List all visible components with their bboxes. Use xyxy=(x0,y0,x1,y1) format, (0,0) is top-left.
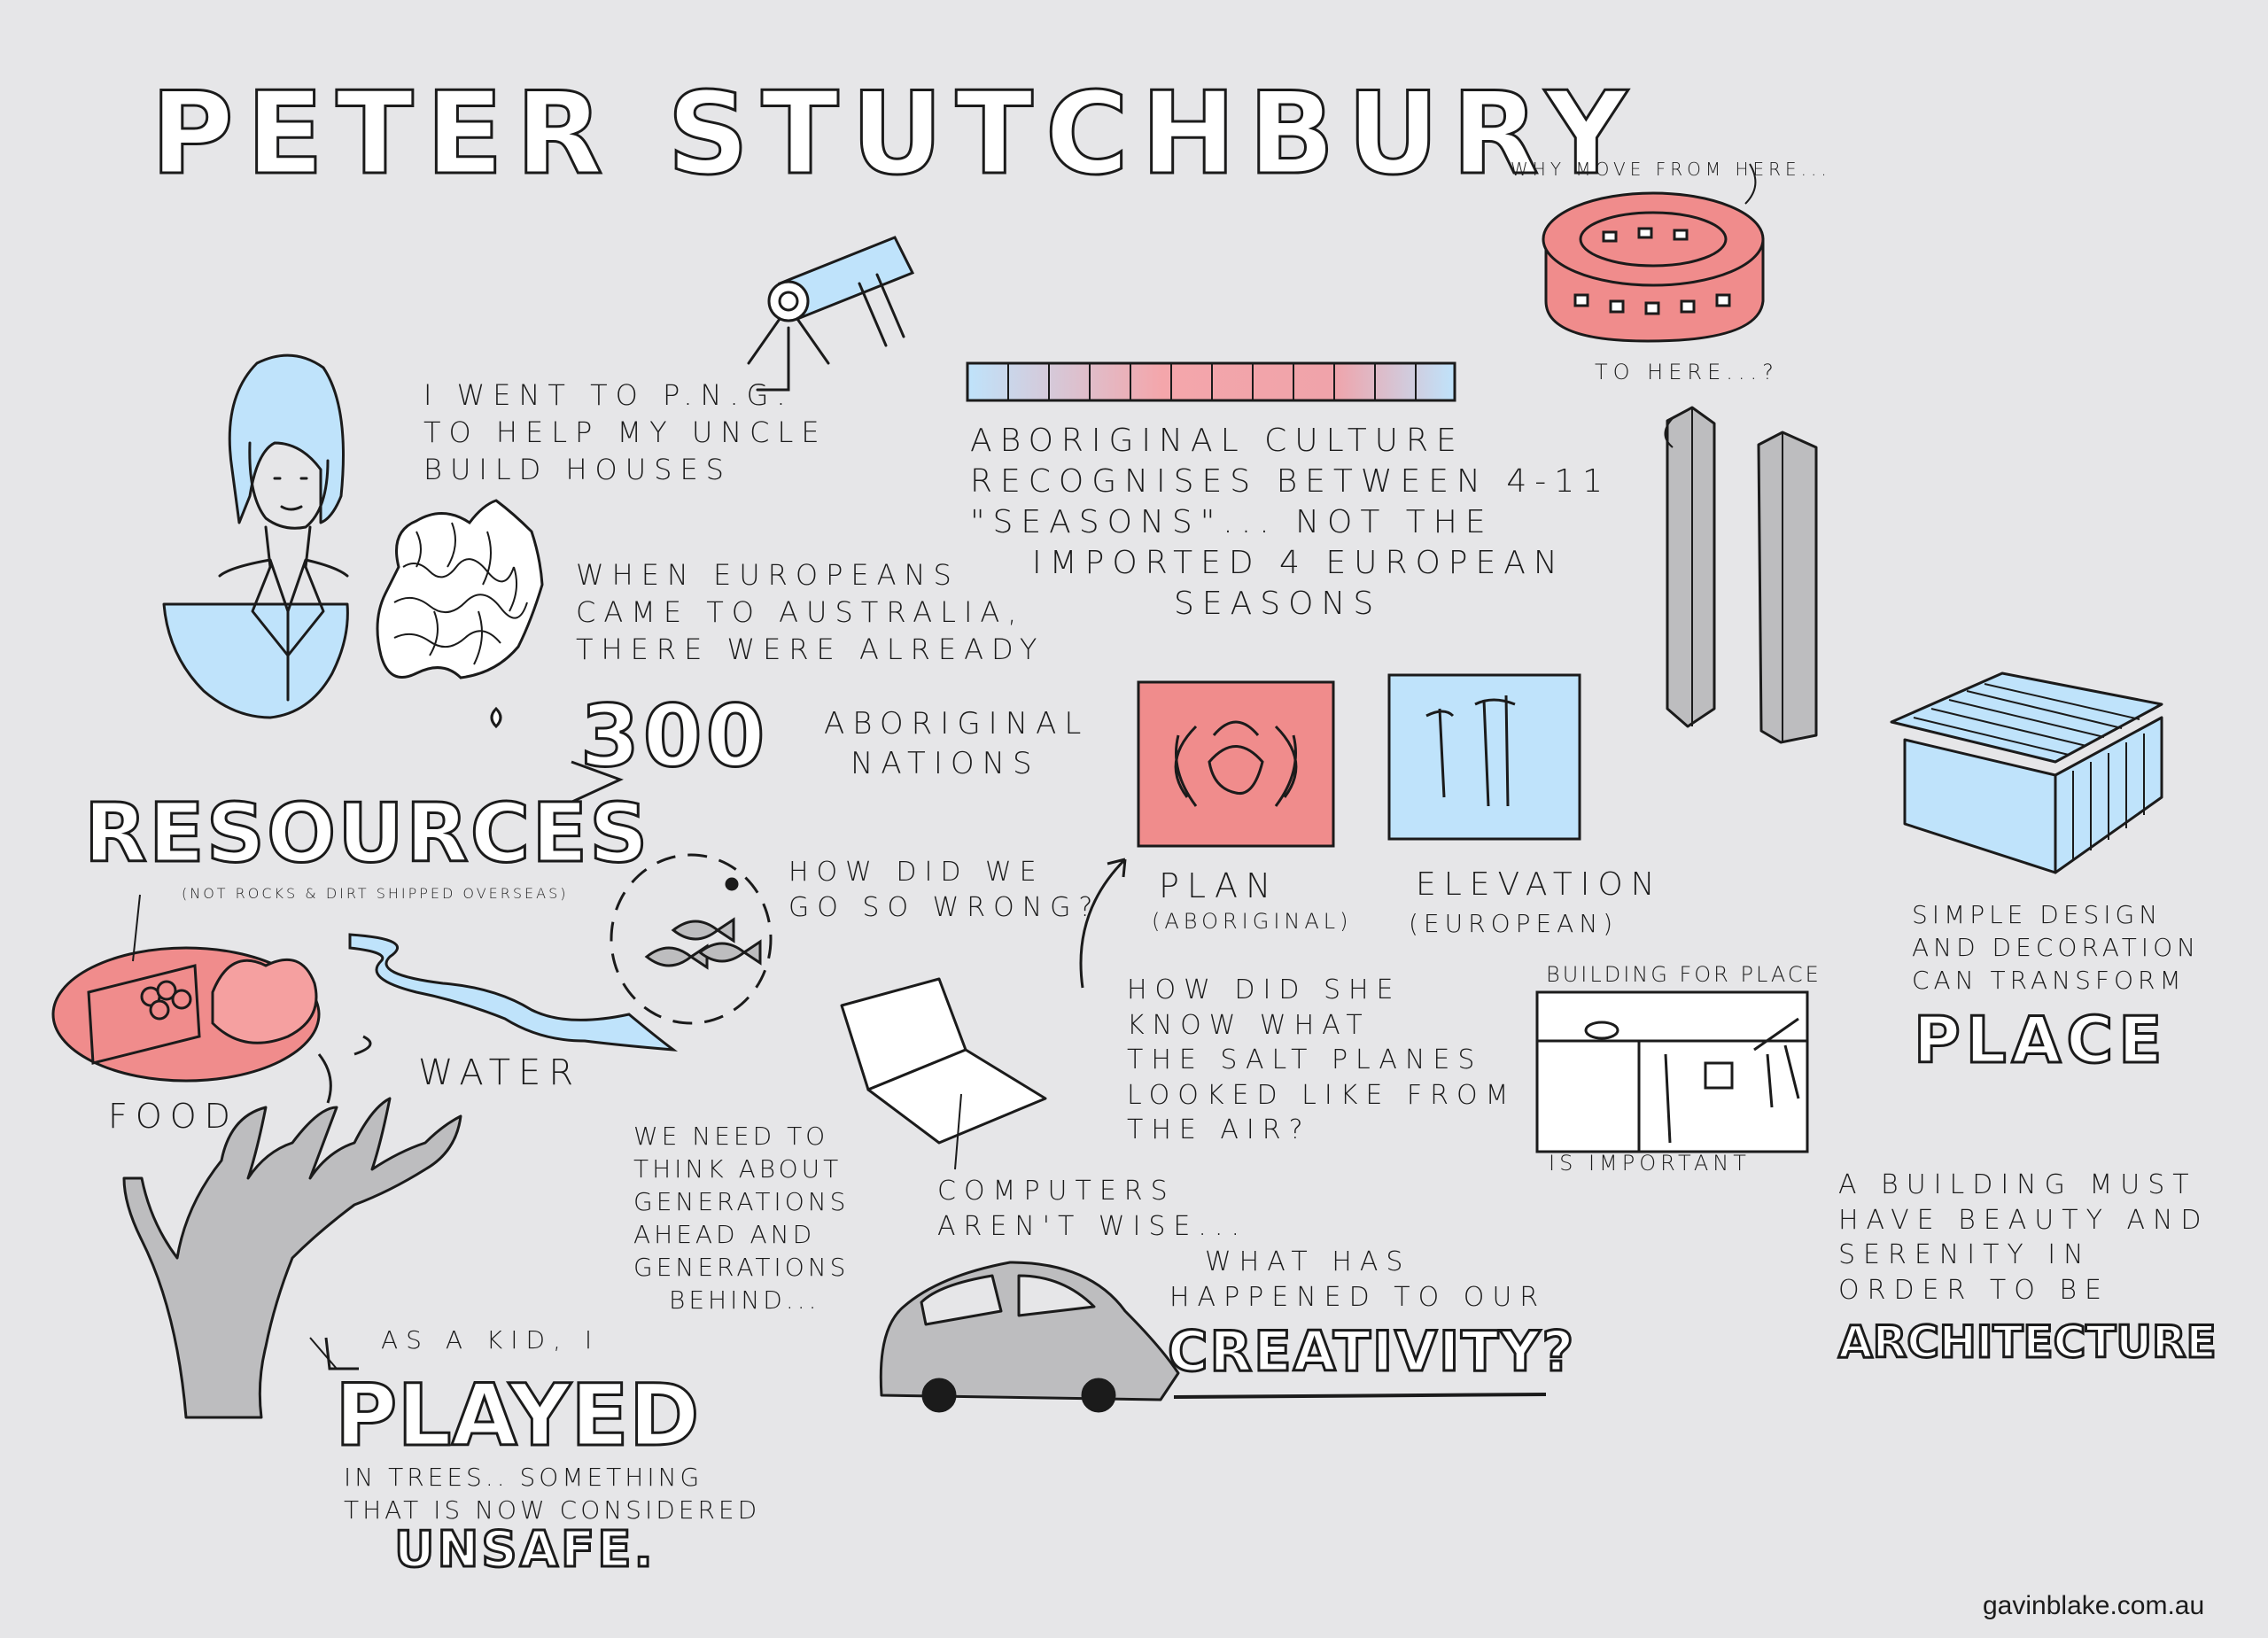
fish-illustration xyxy=(610,853,773,1025)
computers-caption: COMPUTERS AREN'T WISE... xyxy=(937,1176,1247,1242)
nations-arrow xyxy=(562,760,624,808)
shed-illustration xyxy=(1890,672,2163,874)
resources-note: (NOT ROCKS & DIRT SHIPPED OVERSEAS) xyxy=(182,885,569,902)
architecture-heading: ARCHITECTURE xyxy=(1837,1316,2218,1368)
beauty-caption: A BUILDING MUST HAVE BEAUTY AND SERENITY… xyxy=(1838,1169,2210,1306)
plan-label: PLAN xyxy=(1159,866,1279,905)
simple-design-caption: SIMPLE DESIGN AND DECORATION CAN TRANSFO… xyxy=(1912,900,2201,995)
move-from-caption: WHY MOVE FROM HERE... xyxy=(1511,159,1831,180)
seasons-bar xyxy=(966,361,1456,402)
crane-illustration xyxy=(747,236,915,392)
page-title: PETER STUTCHBURY xyxy=(150,68,1640,200)
water-label: WATER xyxy=(418,1052,582,1093)
played-heading: PLAYED xyxy=(333,1366,700,1465)
trees-caption: IN TREES.. SOMETHING THAT IS NOW CONSIDE… xyxy=(344,1463,761,1525)
resources-heading: RESOURCES xyxy=(82,786,650,881)
elevation-sublabel: (EUROPEAN) xyxy=(1409,909,1619,938)
plan-arrow xyxy=(1079,858,1127,989)
generations-caption: WE NEED TO THINK ABOUT GENERATIONS AHEAD… xyxy=(633,1122,850,1315)
png-caption: I WENT TO P.N.G. TO HELP MY UNCLE BUILD … xyxy=(423,378,827,487)
wrong-caption: HOW DID WE GO SO WRONG? xyxy=(788,857,1101,923)
creativity-heading: CREATIVITY? xyxy=(1166,1319,1576,1384)
kid-caption: AS A KID, I xyxy=(381,1325,601,1355)
building-for-place-caption: BUILDING FOR PLACE xyxy=(1546,962,1821,987)
europeans-caption: WHEN EUROPEANS CAME TO AUSTRALIA, THERE … xyxy=(576,558,1045,667)
nations-number: 300 xyxy=(579,687,769,786)
building-for-place-drawing xyxy=(1535,990,1809,1153)
nations-caption: ABORIGINAL NATIONS xyxy=(824,706,1090,781)
is-important-caption: IS IMPORTANT xyxy=(1549,1151,1751,1176)
river-illustration xyxy=(348,933,679,1052)
food-illustration xyxy=(51,894,321,1083)
unsafe-heading: UNSAFE. xyxy=(393,1521,656,1579)
laptop-illustration xyxy=(840,977,1047,1170)
creativity-underline xyxy=(1173,1393,1547,1399)
car-illustration xyxy=(879,1261,1180,1413)
plan-sublabel: (ABORIGINAL) xyxy=(1152,909,1353,934)
round-building-illustration xyxy=(1542,163,1765,343)
seasons-caption: ABORIGINAL CULTURE RECOGNISES BETWEEN 4-… xyxy=(970,423,1612,623)
salt-caption: HOW DID SHE KNOW WHAT THE SALT PLANES LO… xyxy=(1127,974,1517,1146)
played-bracket xyxy=(324,1337,359,1370)
place-heading: PLACE xyxy=(1912,1003,2168,1077)
portrait-illustration xyxy=(162,353,349,719)
australia-map-illustration xyxy=(376,499,544,729)
elevation-label: ELEVATION xyxy=(1416,866,1663,903)
credit-link[interactable]: gavinblake.com.au xyxy=(1983,1591,2205,1620)
elevation-drawing xyxy=(1387,673,1581,841)
towers-illustration xyxy=(1664,406,1818,744)
plan-drawing xyxy=(1137,680,1335,848)
tree-illustration xyxy=(122,1035,462,1419)
to-here-caption: TO HERE...? xyxy=(1595,360,1779,384)
creativity-question: WHAT HAS HAPPENED TO OUR xyxy=(1169,1246,1547,1313)
food-label: FOOD xyxy=(108,1097,238,1136)
